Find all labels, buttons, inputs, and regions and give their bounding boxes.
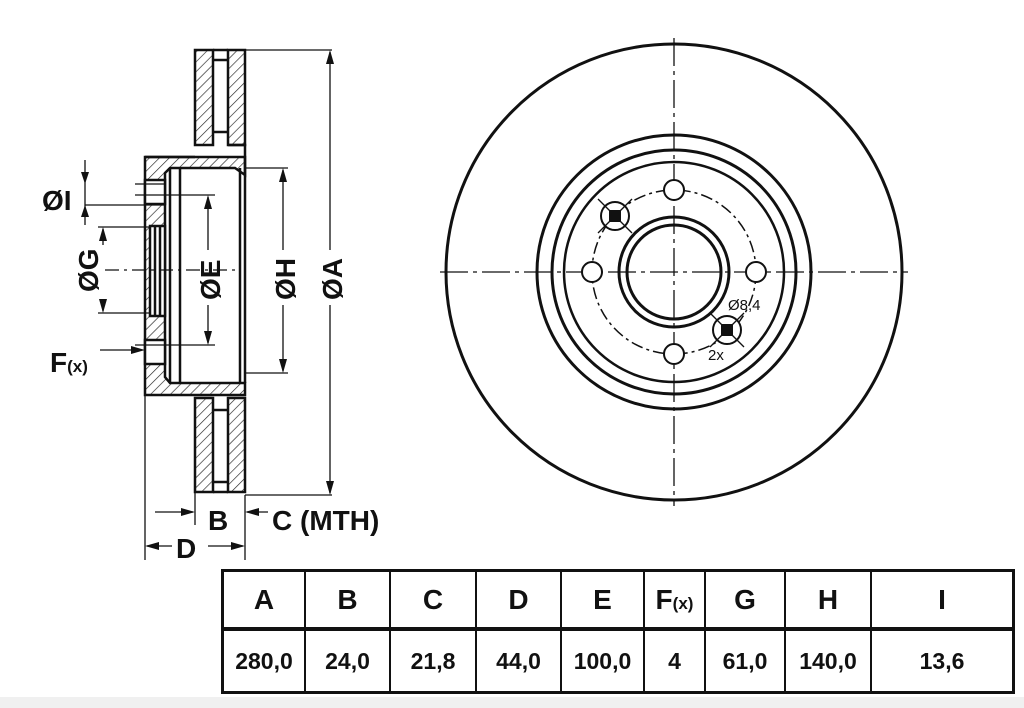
bottom-strip	[0, 697, 1024, 708]
label-f: F(x)	[50, 347, 88, 378]
value-d: 44,0	[475, 628, 562, 694]
header-i: I	[870, 569, 1015, 631]
label-diameter-h: ØH	[270, 258, 301, 300]
label-b: B	[208, 505, 228, 536]
fixing-holes	[597, 198, 745, 348]
label-diameter-a: ØA	[317, 258, 348, 300]
section-labels: ØI ØG ØE ØH ØA F(x) B C (MTH) D	[42, 185, 379, 564]
value-e: 100,0	[560, 628, 645, 694]
table-value-row: 280,0 24,0 21,8 44,0 100,0 4 61,0 140,0 …	[221, 628, 1015, 694]
value-b: 24,0	[304, 628, 391, 694]
value-h: 140,0	[784, 628, 872, 694]
hole-diameter-label: Ø8,4	[728, 297, 761, 314]
value-f: 4	[643, 628, 706, 694]
header-b: B	[304, 569, 391, 631]
label-d: D	[176, 533, 196, 564]
front-view	[440, 38, 908, 506]
section-view	[81, 48, 334, 560]
value-a: 280,0	[221, 628, 306, 694]
dimension-table: A B C D E F(x) G H I 280,0 24,0 21,8 44,…	[221, 569, 1015, 694]
header-g: G	[704, 569, 786, 631]
value-c: 21,8	[389, 628, 477, 694]
wheel-bolt-holes	[581, 179, 767, 365]
label-diameter-g: ØG	[73, 248, 104, 292]
header-e: E	[560, 569, 645, 631]
value-g: 61,0	[704, 628, 786, 694]
label-diameter-e: ØE	[195, 260, 226, 300]
table-header-row: A B C D E F(x) G H I	[221, 569, 1015, 631]
header-a: A	[221, 569, 306, 631]
label-c-mth: C (MTH)	[272, 505, 379, 536]
header-d: D	[475, 569, 562, 631]
hole-count-label: 2x	[708, 347, 724, 364]
header-c: C	[389, 569, 477, 631]
label-diameter-i: ØI	[42, 185, 72, 216]
value-i: 13,6	[870, 628, 1015, 694]
header-f: F(x)	[643, 569, 706, 631]
header-h: H	[784, 569, 872, 631]
brake-disc-drawing: ØI ØG ØE ØH ØA F(x) B C (MTH) D	[42, 38, 908, 564]
